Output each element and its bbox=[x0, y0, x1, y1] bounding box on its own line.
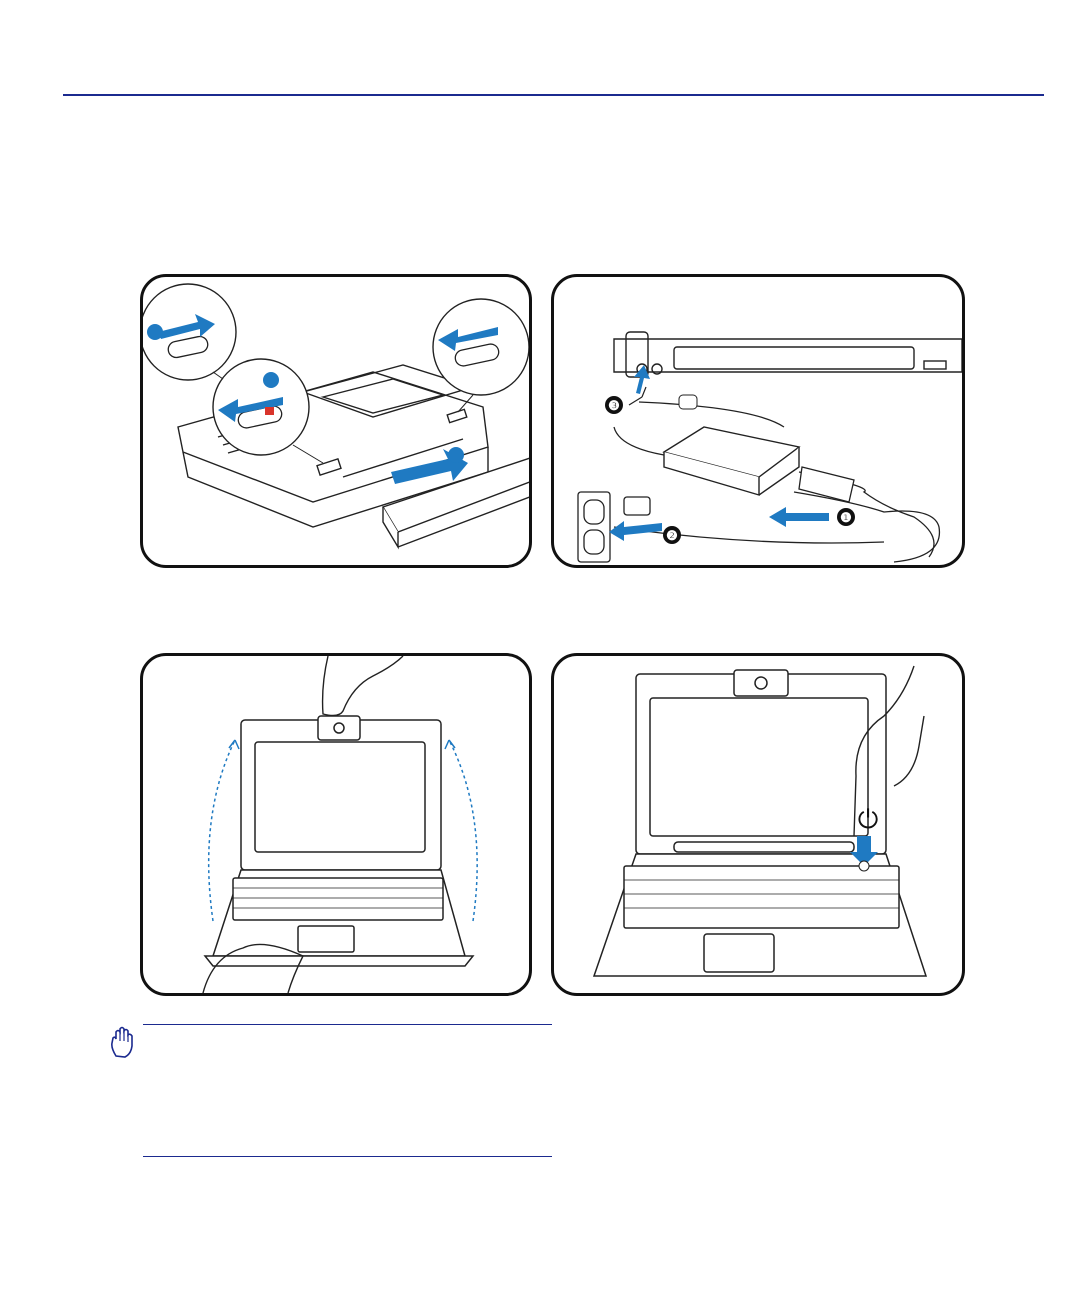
power-symbol: ⏻ bbox=[858, 805, 879, 835]
open-display-panel bbox=[140, 653, 532, 996]
battery-install-illustration bbox=[143, 277, 529, 565]
open-display-illustration bbox=[143, 656, 529, 993]
step-badge-2: ❷ bbox=[666, 528, 678, 543]
hand-caution-icon bbox=[107, 1026, 139, 1060]
step-badge-3: ❸ bbox=[608, 398, 620, 413]
battery-install-panel bbox=[140, 274, 532, 568]
power-on-panel: ⏻ bbox=[551, 653, 965, 996]
note-rule-bottom bbox=[143, 1156, 552, 1157]
note-rule-top bbox=[143, 1024, 552, 1025]
power-adapter-panel: ❶ ❷ ❸ bbox=[551, 274, 965, 568]
step-badge-1: ❶ bbox=[840, 510, 852, 525]
power-on-illustration: ⏻ bbox=[554, 656, 962, 993]
header-rule bbox=[63, 94, 1044, 96]
power-adapter-illustration: ❶ ❷ ❸ bbox=[554, 277, 962, 565]
